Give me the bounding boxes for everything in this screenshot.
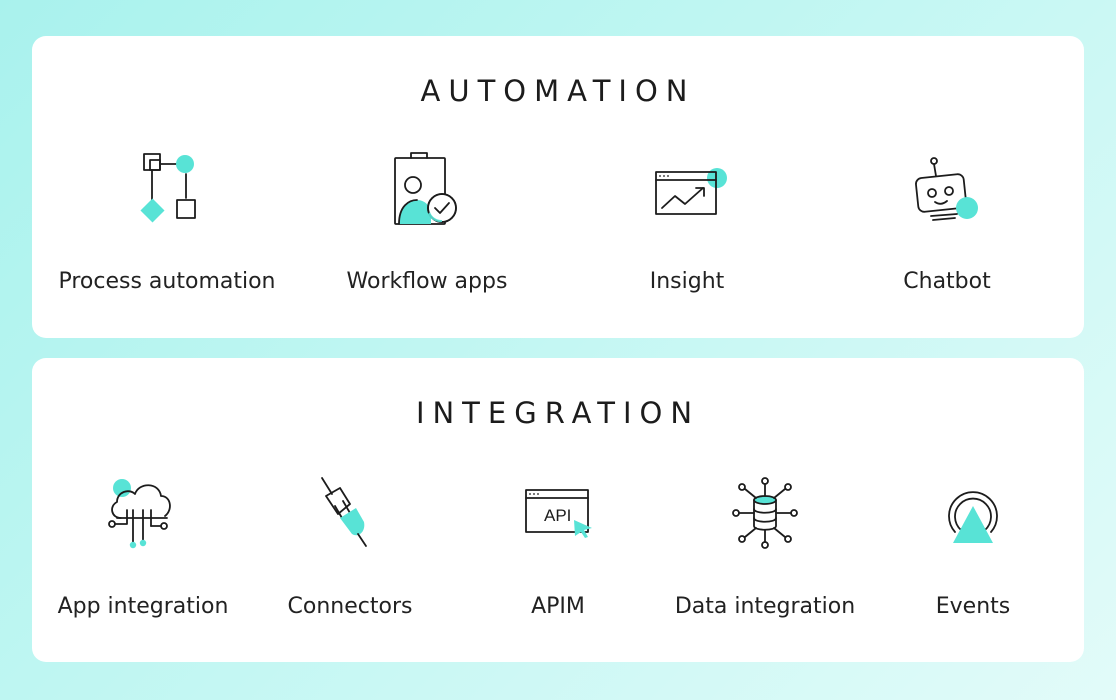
events-icon <box>933 474 1013 554</box>
process-automation-label: Process automation <box>58 269 276 294</box>
chatbot-icon <box>907 150 987 230</box>
app-integration-label: App integration <box>57 594 229 619</box>
integration-panel: INTEGRATION App integration <box>32 358 1084 662</box>
app-integration-icon <box>103 474 183 554</box>
data-integration-label: Data integration <box>674 594 856 619</box>
apim-icon-text: API <box>544 506 571 525</box>
insight-label: Insight <box>649 269 725 294</box>
apim-icon: API <box>518 474 598 554</box>
chatbot-label: Chatbot <box>903 269 991 294</box>
connectors-label: Connectors <box>287 594 413 619</box>
apim-label: APIM <box>531 594 585 619</box>
workflow-apps-label: Workflow apps <box>346 269 508 294</box>
events-label: Events <box>935 594 1011 619</box>
insight-icon <box>647 150 727 230</box>
data-integration-icon <box>725 474 805 554</box>
integration-title: INTEGRATION <box>415 396 701 430</box>
workflow-apps-icon <box>387 150 467 230</box>
automation-panel: AUTOMATION Process automation <box>32 36 1084 338</box>
connectors-icon <box>310 474 390 554</box>
process-automation-icon <box>127 150 207 230</box>
automation-title: AUTOMATION <box>420 74 696 108</box>
